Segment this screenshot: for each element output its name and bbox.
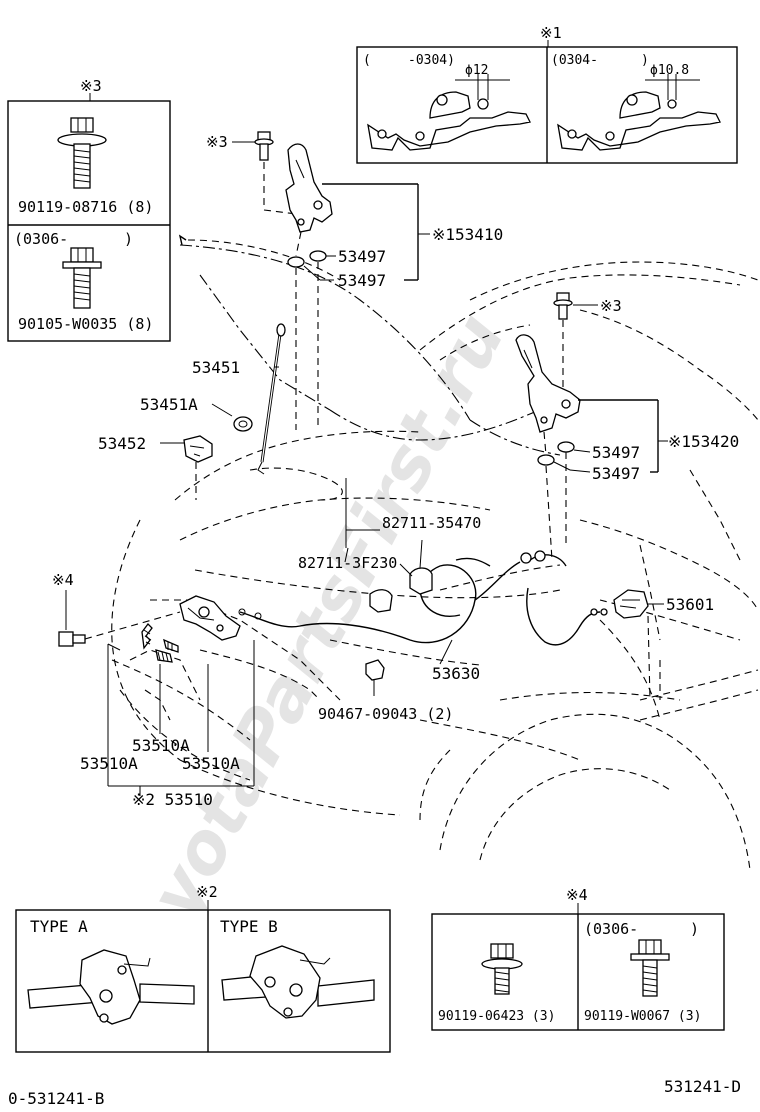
flange-bolt-icon	[57, 117, 107, 189]
inset-note1: ※1 ( -0304) ϕ12 (0304- ) ϕ10.8	[356, 24, 738, 164]
note3-mark: ※3	[80, 77, 102, 95]
label-53510A-2: 53510A	[80, 754, 138, 773]
hood-hinge-right[interactable]	[515, 334, 659, 473]
part-labels: ※153410 53497 53497 53451 53451A 53452 ※…	[80, 225, 739, 809]
note4-box-mark: ※4	[566, 886, 588, 904]
hood-hinge-left[interactable]	[285, 143, 419, 281]
bolt3-range: (0306-	[14, 230, 68, 248]
note1-mark: ※1	[540, 24, 562, 42]
note1-left-dim: ϕ12	[465, 63, 488, 78]
note3-right-mark: ※3	[600, 297, 622, 315]
bolt-lock-left[interactable]: ※4	[52, 571, 181, 647]
label-53451A: 53451A	[140, 395, 198, 414]
label-153410: ※153410	[432, 225, 503, 244]
washer-53497-a[interactable]	[309, 250, 336, 262]
label-90467-09043: 90467-09043 (2)	[318, 705, 453, 723]
type-b-label: TYPE B	[220, 917, 278, 936]
note1-left-range: -0304)	[408, 53, 455, 68]
bolt-icon	[62, 247, 102, 309]
diagram-code-right: 531241-D	[664, 1077, 741, 1096]
inset-lock-types: ※2 TYPE A TYPE B	[15, 883, 391, 1053]
label-82711-3F230: 82711-3F230	[298, 554, 397, 572]
bolt4-range: (0306-	[584, 920, 638, 938]
label-53452: 53452	[98, 434, 146, 453]
note1-left-range-open: (	[363, 53, 371, 68]
lock-type-a-icon	[27, 949, 195, 1025]
lock-spring-a2[interactable]	[155, 638, 179, 663]
hinge-bracket-right-icon	[557, 74, 721, 151]
bolt4-left-part-number: 90119-06423 (3)	[438, 1009, 555, 1024]
bolt4-right-part-number: 90119-W0067 (3)	[584, 1009, 701, 1024]
bolt-top-left[interactable]: ※3	[206, 131, 306, 216]
label-82711-35470: 82711-35470	[382, 514, 481, 532]
type-a-label: TYPE A	[30, 917, 88, 936]
note4-left-mark: ※4	[52, 571, 74, 589]
bolt-top-right[interactable]: ※3	[553, 292, 622, 400]
bolt-small-icon	[481, 943, 523, 995]
inset-bolt3: ※3 90119-08716 (8) (0306- ) 90105-W0035 …	[7, 77, 171, 342]
label-53510A-1: 53510A	[132, 736, 190, 755]
bolt4-range-close: )	[690, 920, 699, 938]
label-53497-b: 53497	[338, 271, 386, 290]
label-53510A-3: 53510A	[182, 754, 240, 773]
cable-clamp-3F230[interactable]	[344, 547, 393, 613]
hood-lock[interactable]	[179, 595, 241, 641]
washer-53497-b[interactable]	[287, 256, 334, 281]
label-53451: 53451	[192, 358, 240, 377]
bolt3-top-part-number: 90119-08716 (8)	[18, 198, 153, 216]
note1-right-dim: ϕ10.8	[650, 63, 689, 78]
label-53497-a: 53497	[338, 247, 386, 266]
inset-bolt4: ※4 90119-06423 (3) (0306- ) 90119-W0067 …	[431, 886, 725, 1031]
note2-mark: ※2	[196, 883, 218, 901]
label-53497-d: 53497	[592, 464, 640, 483]
hinge-bracket-left-icon	[367, 74, 531, 151]
label-53630: 53630	[432, 664, 480, 683]
bolt3-range-close: )	[124, 230, 133, 248]
label-53510: ※2 53510	[132, 790, 213, 809]
washer-53497-d[interactable]	[537, 454, 591, 473]
note1-right-range-close: )	[641, 53, 649, 68]
label-53601: 53601	[666, 595, 714, 614]
bolt-flange-icon	[630, 939, 670, 997]
label-53497-c: 53497	[592, 443, 640, 462]
note1-right-range: (0304-	[551, 53, 598, 68]
cable-clip-90467[interactable]	[365, 659, 385, 696]
lock-type-b-icon	[221, 945, 375, 1019]
label-153420: ※153420	[668, 432, 739, 451]
support-rod-grommet[interactable]	[211, 403, 253, 432]
hood-support-rod[interactable]	[257, 323, 286, 475]
support-rod-holder[interactable]	[160, 435, 213, 500]
diagram-code-left: 0-531241-B	[8, 1089, 104, 1108]
lock-spring-a1[interactable]	[141, 623, 153, 650]
hood-release-lever[interactable]	[613, 589, 664, 701]
bolt3-bottom-part-number: 90105-W0035 (8)	[18, 315, 153, 333]
note3-left-mark: ※3	[206, 133, 228, 151]
washer-53497-c[interactable]	[557, 441, 591, 453]
cable-clamp-35470[interactable]	[409, 539, 433, 595]
